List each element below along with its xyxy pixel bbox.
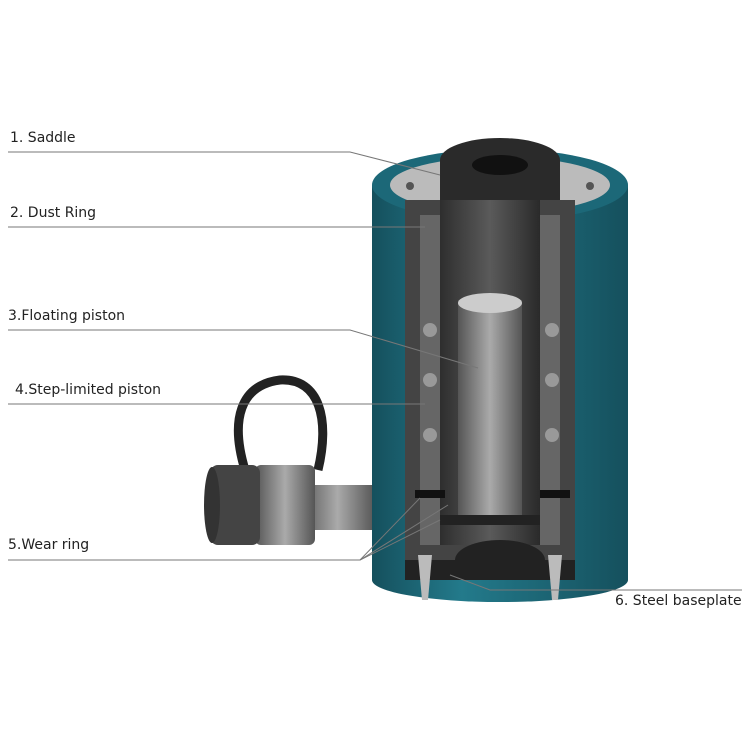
label-wear-ring: 5.Wear ring xyxy=(8,537,90,553)
label-dust-ring: 2. Dust Ring xyxy=(10,205,97,221)
label-floating-piston: 3.Floating piston xyxy=(8,308,126,324)
label-saddle: 1. Saddle xyxy=(10,130,76,146)
cutaway-section xyxy=(405,138,575,600)
hose-coupler xyxy=(204,375,375,545)
leader-lines xyxy=(8,151,742,591)
label-steel-baseplate: 6. Steel baseplate xyxy=(615,593,742,609)
label-step-limited-piston: 4.Step-limited piston xyxy=(15,382,162,398)
